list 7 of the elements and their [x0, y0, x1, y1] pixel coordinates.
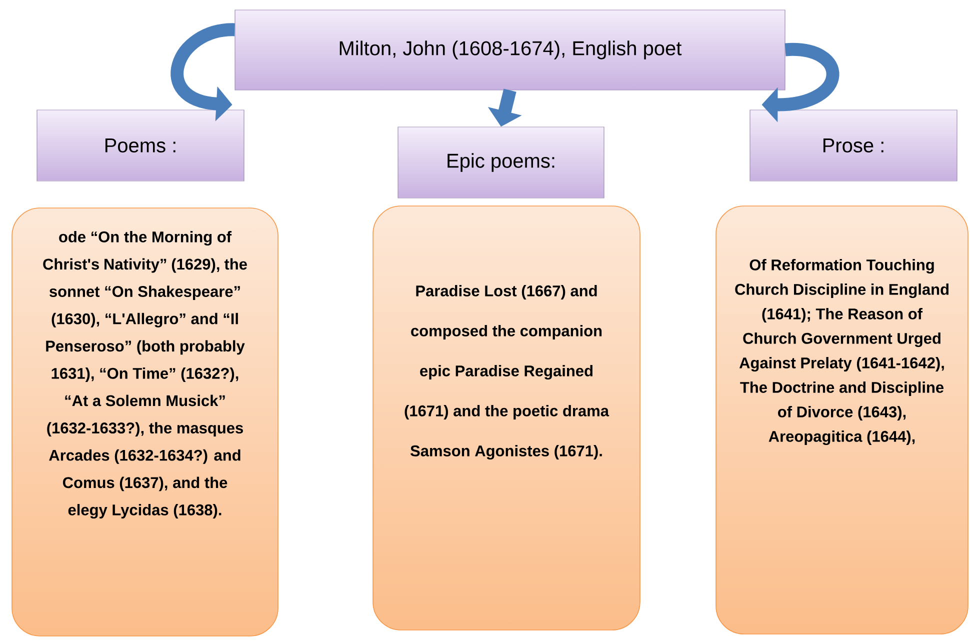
- category-box: Poems :: [36, 110, 244, 182]
- text-card: Paradise Lost (1667) and composed the companion epic Paradise Regained (1671) and the poetic drama Samson Agonistes (1671).: [372, 206, 640, 630]
- category-box: Prose :: [750, 110, 958, 182]
- text-card: ode “On the Morning of Christ's Nativity” (1629), the sonnet “On Shakespeare” (1630), “L'Allegro” and “Il Penseroso” (both probably 1631), “On Time” (1632?), “At a Solemn Musick” (1632-1633?), the masques Arcades (1632-1634?) and Comus (1637), and the elegy Lycidas (1638).: [12, 208, 278, 636]
- category-box: Milton, John (1608-1674), English poet: [234, 10, 786, 90]
- text-card: Of Reformation Touching Church Discipline in England (1641); The Reason of Church Government Urged Against Prelaty (1641-1642), The Doctrine and Discipline of Divorce (1643), Areopagitica (1644),: [716, 206, 968, 634]
- category-box: Epic poems:: [398, 126, 604, 198]
